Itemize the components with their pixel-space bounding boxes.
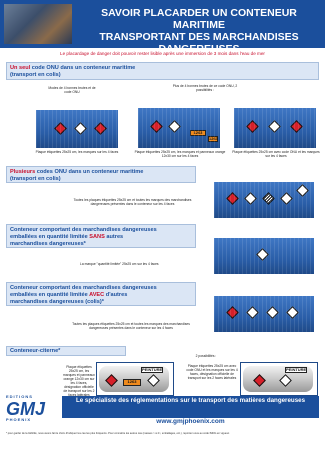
flame-placard-icon bbox=[94, 122, 107, 135]
limited-quantity-icon bbox=[266, 306, 279, 319]
section4-title-line2-text: emballées en quantité limitée bbox=[10, 292, 88, 298]
container-6 bbox=[214, 296, 314, 332]
tank-frame-2: PEINTURE bbox=[240, 362, 318, 396]
section2-band: Plusieurs codes ONU dans un conteneur ma… bbox=[6, 166, 196, 183]
orange-panel-small: 1263 bbox=[208, 136, 218, 142]
section1-title: Un seul code ONU dans un conteneur marit… bbox=[10, 65, 315, 72]
section2-caption: Toutes les plaques étiquettes 25x25 cm e… bbox=[73, 198, 192, 206]
subtitle: Le placardage de danger doit pouvoir res… bbox=[60, 51, 265, 56]
section1-note-right: Plus de 4 bonnes brutes de ce code ONU, … bbox=[172, 84, 238, 92]
flame-placard-icon bbox=[150, 120, 163, 133]
section1-caption-1: Plaque étiquettes 25x25 cm, les marques … bbox=[35, 150, 119, 154]
section1-caption-3: Plaque étiquettes 25x25 cm avec code ONU… bbox=[232, 150, 320, 158]
marine-pollutant-icon bbox=[244, 192, 257, 205]
footer-fineprint: * pour garder de la lisibilité, nous avo… bbox=[6, 432, 230, 435]
section4-title-line2-end: d'autres bbox=[104, 292, 128, 298]
section3-caption: La marque "quantité limitée" 25x25 cm su… bbox=[80, 262, 159, 266]
marine-pollutant-icon bbox=[168, 120, 181, 133]
company-logo[interactable]: EDITIONS GMJ PHOENIX bbox=[6, 394, 62, 428]
flame-placard-icon bbox=[246, 120, 259, 133]
flame-placard-icon bbox=[226, 192, 239, 205]
section3-title-line1: Conteneur comportant des marchandises da… bbox=[10, 227, 157, 233]
toxic-placard-icon bbox=[286, 306, 299, 319]
tank-frame-1: PEINTURE 1263 bbox=[96, 362, 174, 396]
section1-note-left: Modes de 4 bonnes brutes et de code ONU bbox=[48, 86, 96, 94]
container-2: 1263 1263 bbox=[138, 108, 220, 148]
section1-title-suffix: (transport en colis) bbox=[10, 72, 61, 78]
section3-title-line3: marchandises dangereuses* bbox=[10, 241, 86, 247]
label-peinture-2: PEINTURE bbox=[285, 367, 307, 373]
logo-main-text: GMJ bbox=[6, 399, 46, 419]
section4-caption: Toutes les plaques étiquettes 25x25 cm e… bbox=[72, 322, 190, 330]
label-peinture: PEINTURE bbox=[141, 367, 163, 373]
logo-bottom-text: PHOENIX bbox=[6, 417, 32, 422]
section4-title-line2: emballées en quantité limitée AVEC d'aut… bbox=[10, 292, 192, 299]
section4-title-line1: Conteneur comportant des marchandises da… bbox=[10, 285, 157, 291]
title-line-1: SAVOIR PLACARDER UN CONTENEUR MARITIME bbox=[101, 7, 297, 31]
section5-possibilities: 2 possibilités : bbox=[195, 354, 217, 358]
section5-caption-1: Plaque étiquettes 25x25 cm, les marques … bbox=[63, 365, 95, 397]
section3-title-line2-end: autres bbox=[104, 234, 124, 240]
section1-title-emph: Un seul bbox=[10, 65, 31, 71]
footer-tagline: Le spécialiste des réglementations sur l… bbox=[75, 397, 306, 404]
section2-title-main: codes ONU dans un conteneur maritime bbox=[35, 169, 144, 175]
marine-pollutant-icon bbox=[268, 120, 281, 133]
section4-title-emph: AVEC bbox=[89, 292, 105, 298]
section2-title-suffix: (transport en colis) bbox=[10, 176, 61, 182]
flame-placard-icon bbox=[54, 122, 67, 135]
section5-title: Conteneur-citerne* bbox=[10, 348, 61, 354]
footer-banner: Le spécialiste des réglementations sur l… bbox=[62, 396, 319, 418]
orange-panel: 1263 bbox=[190, 130, 206, 136]
toxic-placard-icon bbox=[280, 192, 293, 205]
marine-pollutant-icon bbox=[246, 306, 259, 319]
header-photo bbox=[4, 4, 72, 44]
section3-band: Conteneur comportant des marchandises da… bbox=[6, 224, 196, 248]
footer-url[interactable]: www.gmjphoenix.com bbox=[156, 418, 225, 425]
section2-title-emph: Plusieurs bbox=[10, 169, 36, 175]
title-line-2: TRANSPORTANT DES MARCHANDISES DANGEREUSE… bbox=[99, 31, 299, 55]
limited-quantity-icon bbox=[256, 248, 269, 261]
section1-title-main: code ONU dans un conteneur maritime bbox=[30, 65, 136, 71]
flame-placard-icon bbox=[226, 306, 239, 319]
orange-panel: 1263 bbox=[123, 379, 141, 386]
section5-band: Conteneur-citerne* bbox=[6, 346, 126, 356]
page-title: SAVOIR PLACARDER UN CONTENEUR MARITIME T… bbox=[76, 7, 322, 55]
section3-title-line2-text: emballées en quantité limitée bbox=[10, 234, 88, 240]
corrosive-placard-icon bbox=[296, 184, 309, 197]
section3-title-line2: emballées en quantité limitée SANS autre… bbox=[10, 234, 192, 241]
container-5 bbox=[214, 238, 314, 274]
section3-title-emph: SANS bbox=[89, 234, 105, 240]
section1-band: Un seul code ONU dans un conteneur marit… bbox=[6, 62, 319, 80]
class9-placard-icon bbox=[262, 192, 275, 205]
container-4 bbox=[214, 182, 314, 218]
marine-pollutant-icon bbox=[74, 122, 87, 135]
logo-top-text: EDITIONS bbox=[6, 394, 33, 399]
container-3 bbox=[234, 108, 316, 148]
section1-caption-2: Plaque étiquettes 25x25 cm, les marques … bbox=[134, 150, 226, 158]
flame-placard-icon bbox=[290, 120, 303, 133]
container-1 bbox=[36, 110, 118, 148]
section4-title-line3: marchandises dangereuses (colis)* bbox=[10, 299, 104, 305]
section4-band: Conteneur comportant des marchandises da… bbox=[6, 282, 196, 306]
section2-title: Plusieurs codes ONU dans un conteneur ma… bbox=[10, 169, 192, 176]
section5-caption-2: Plaque étiquettes 25x25 cm avec code ONU… bbox=[186, 364, 238, 380]
